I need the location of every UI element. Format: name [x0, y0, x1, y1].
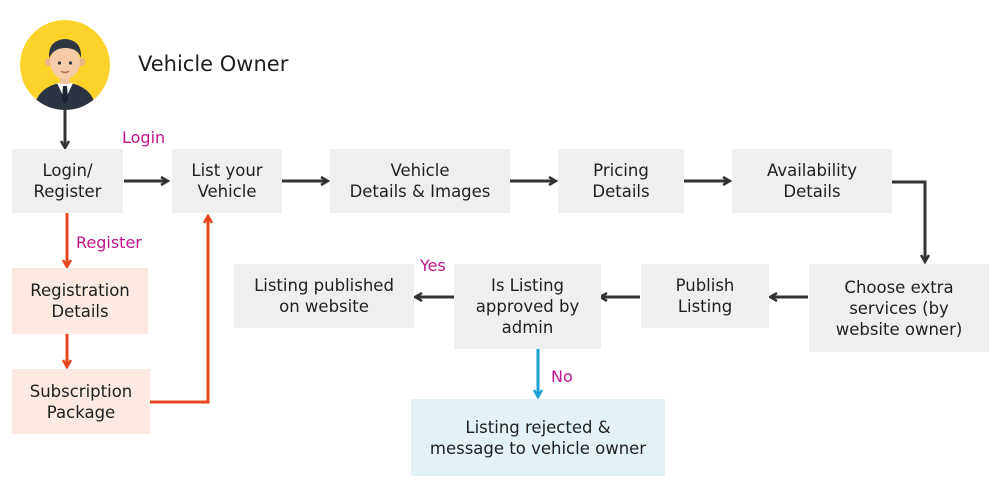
node-vehicle-details: Vehicle Details & Images	[330, 149, 510, 213]
person-avatar-icon	[20, 20, 110, 110]
arrow-subscription-to-list	[150, 216, 208, 404]
node-list-vehicle: List your Vehicle	[172, 149, 282, 213]
node-listing-rejected: Listing rejected & message to vehicle ow…	[411, 399, 665, 476]
node-login-register: Login/ Register	[12, 149, 123, 213]
node-publish-listing: Publish Listing	[641, 264, 769, 328]
page-title: Vehicle Owner	[138, 52, 289, 76]
node-listing-approved-decision: Is Listing approved by admin	[454, 264, 601, 349]
edge-label-yes: Yes	[420, 256, 446, 275]
edge-label-no: No	[551, 367, 573, 386]
node-subscription-package: Subscription Package	[12, 369, 150, 434]
node-extra-services: Choose extra services (by website owner)	[809, 264, 989, 352]
node-registration-details: Registration Details	[12, 268, 148, 334]
node-availability-details: Availability Details	[732, 149, 892, 213]
edge-label-register: Register	[76, 233, 142, 252]
node-pricing-details: Pricing Details	[558, 149, 684, 213]
edge-label-login: Login	[122, 128, 166, 147]
node-listing-published: Listing published on website	[234, 264, 414, 328]
arrow-availability-to-extra	[892, 180, 925, 262]
